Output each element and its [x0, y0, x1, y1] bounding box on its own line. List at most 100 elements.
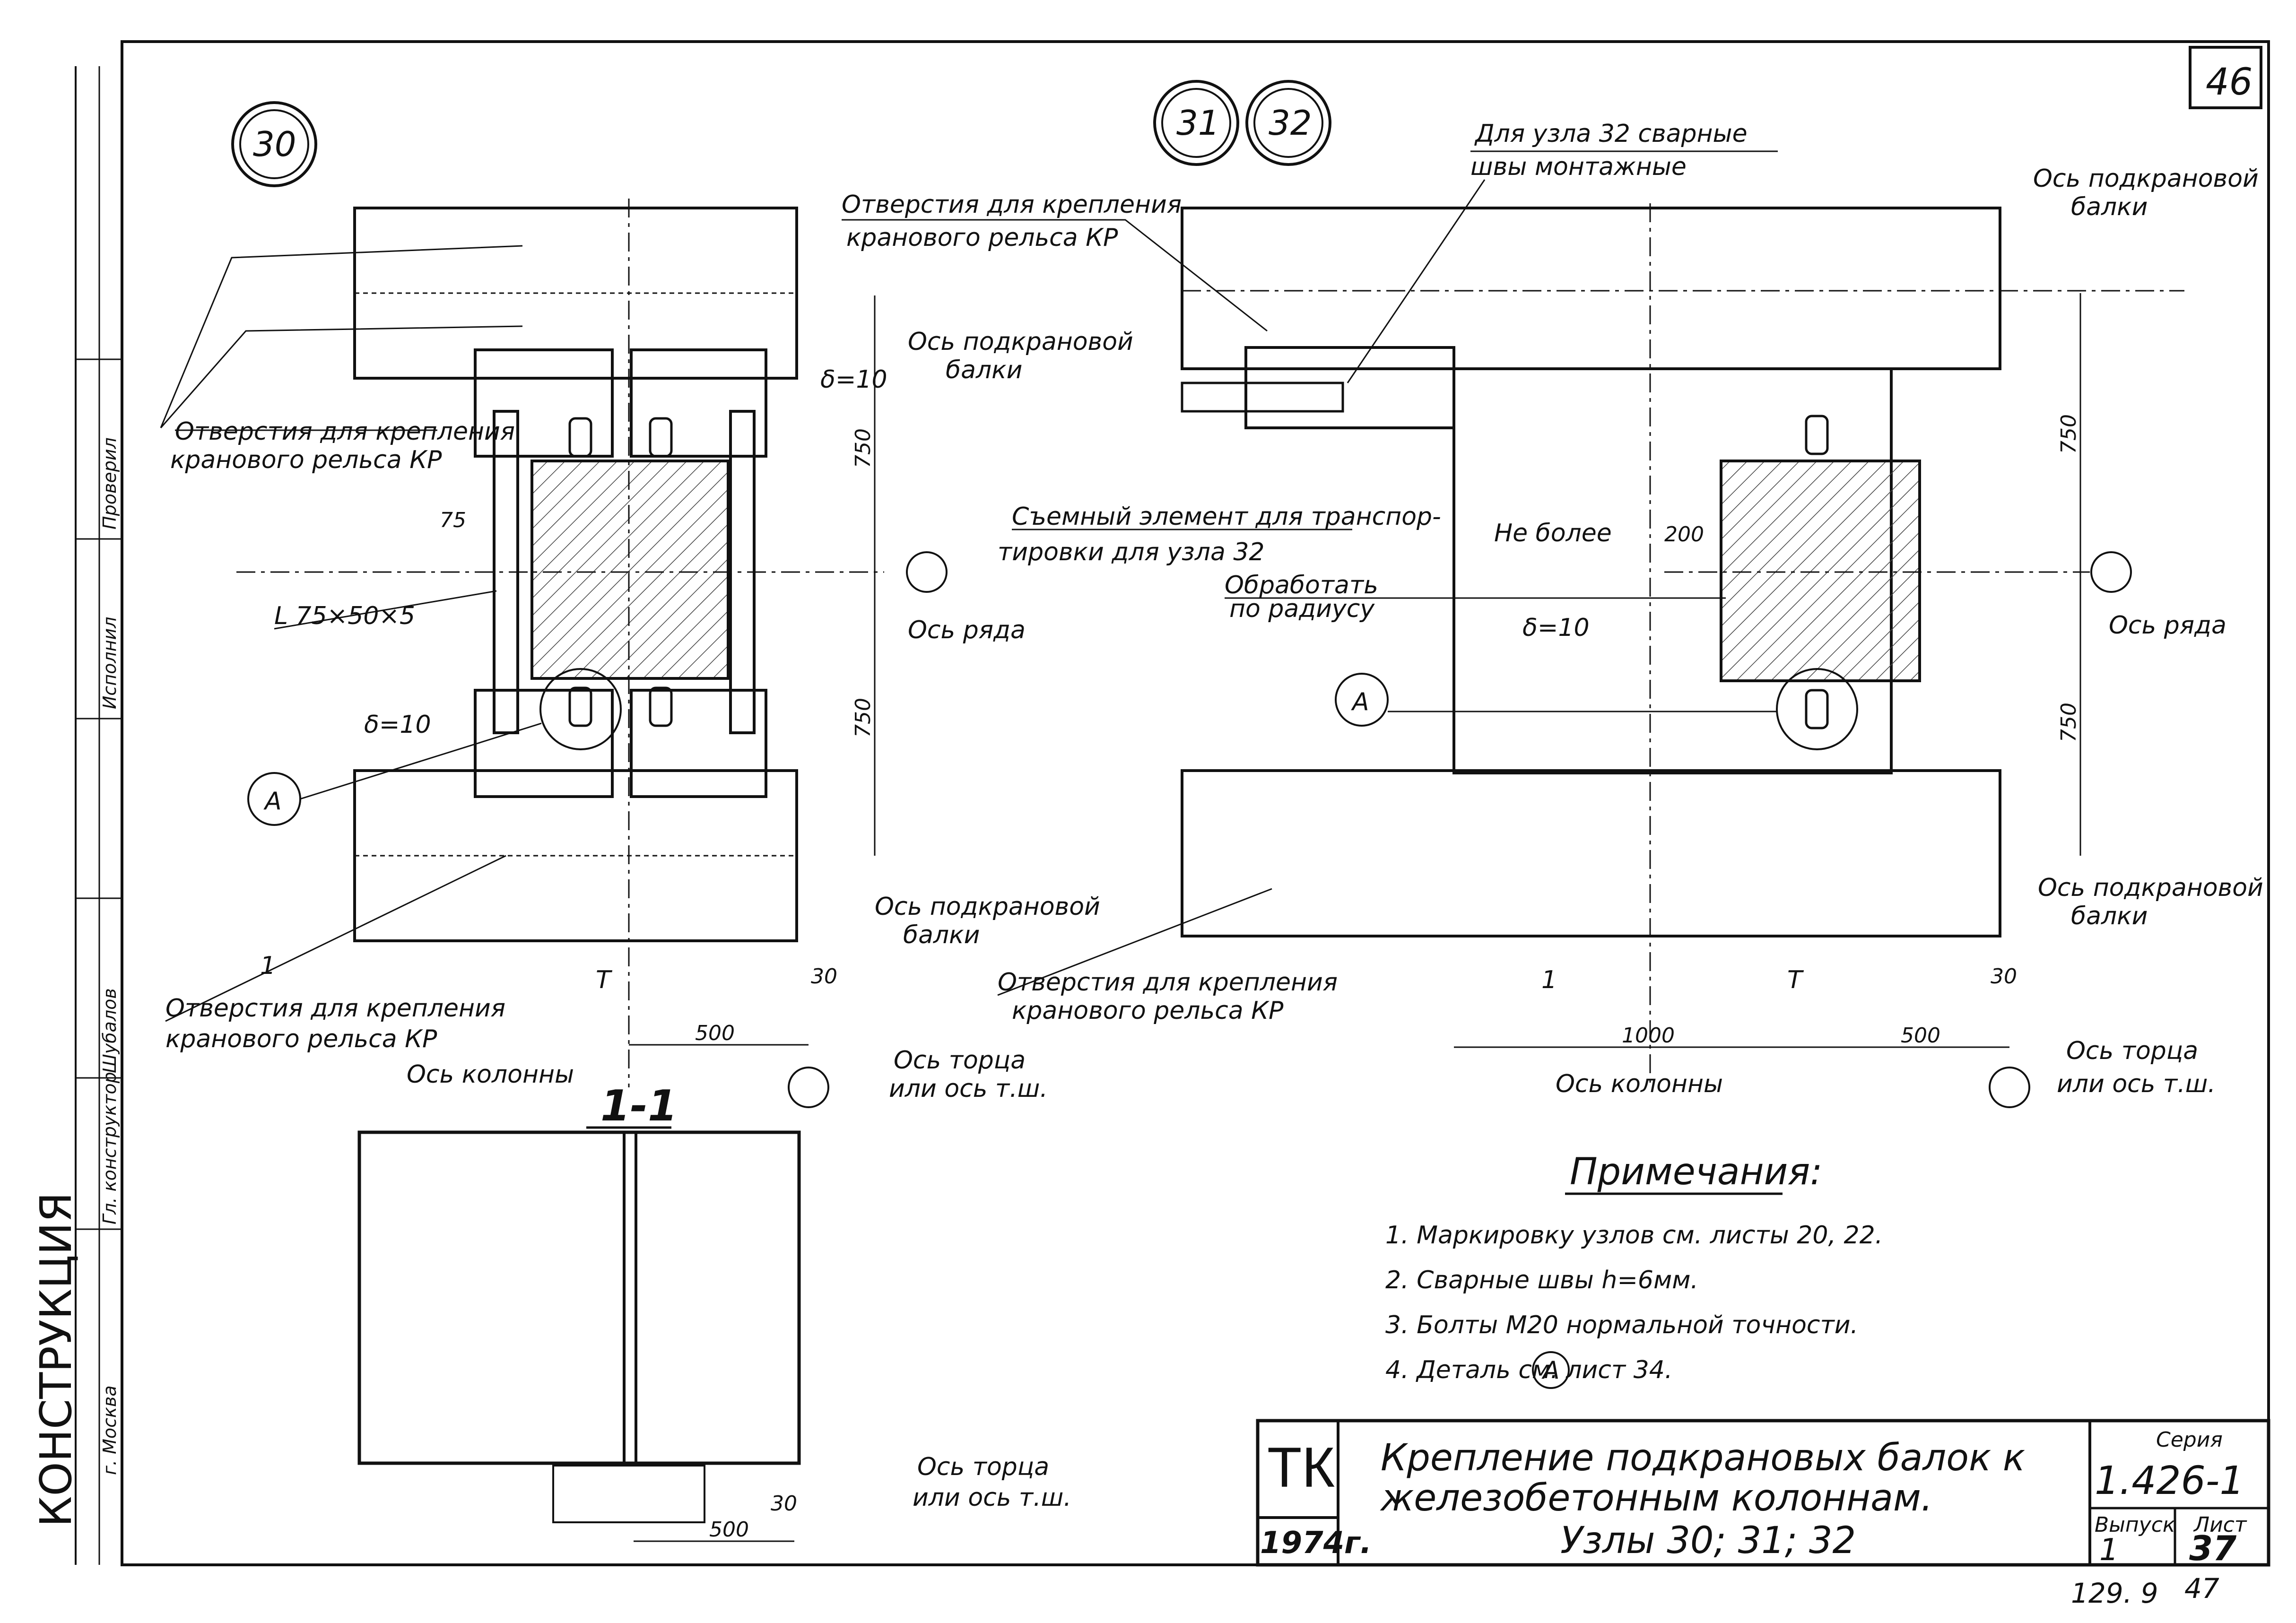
detail-A-circle-right [1776, 668, 1858, 750]
tb-title-1: Крепление подкрановых балок к [1381, 1437, 2025, 1479]
left-t-mark: Т [596, 966, 613, 994]
right-holes-bottom-b: кранового рельса КР [1012, 997, 1284, 1025]
plate-top-left [474, 348, 614, 458]
tb-issue-value: 1 [2099, 1533, 2119, 1568]
right-holes-bottom: Отверстия для крепления [998, 968, 1338, 997]
side-stamp-role-chief: Гл. конструктор [99, 1072, 120, 1224]
left-axis-row: Ось ряда [908, 616, 1026, 644]
tb-issue-label: Выпуск [2095, 1513, 2175, 1537]
note-4: 4. Деталь см. лист 34. [1385, 1356, 1672, 1384]
right-axis-column: Ось колонны [1556, 1070, 1723, 1098]
right-dim-750-top: 750 [2057, 414, 2081, 454]
page-number-box [2189, 46, 2262, 109]
detail-A-circle [539, 668, 622, 750]
dim-500: 500 [695, 1021, 735, 1045]
tb-sheet-label: Лист [2193, 1513, 2247, 1537]
left-axis-beam-bottom: Ось подкрановой [875, 893, 1100, 921]
left-holes-2b: кранового рельса КР [165, 1025, 437, 1053]
left-axis-end: Ось торца [894, 1046, 1026, 1075]
side-stamp: КОНСТРУКЦИЯ г. Москва Гл. конструктор Шу… [31, 66, 122, 1565]
left-axis-beam-bottom-b: балки [903, 921, 980, 949]
node-30-label: 30 [253, 124, 296, 164]
right-axis-row: Ось ряда [2109, 611, 2226, 640]
left-holes-1b: кранового рельса КР [170, 446, 442, 474]
note-3: 3. Болты М20 нормальной точности. [1385, 1311, 1858, 1339]
right-process: Обработать [1225, 571, 1378, 599]
bottom-stamp-number: 47 [2184, 1572, 2219, 1605]
tb-org: ТК [1267, 1436, 1335, 1499]
right-removable: Съемный элемент для транспор- [1012, 503, 1441, 531]
note-1: 1. Маркировку узлов см. листы 20, 22. [1385, 1221, 1883, 1250]
section-axis-end: Ось торца [917, 1453, 1049, 1481]
right-dim-750-bottom: 750 [2057, 703, 2081, 742]
right-holes-top-b: кранового рельса КР [846, 224, 1118, 252]
left-axis-end-b: или ось т.ш. [889, 1075, 1048, 1103]
right-dim-200: 200 [1664, 522, 1704, 547]
section-dim-30: 30 [771, 1492, 797, 1516]
left-detail-A: А [263, 787, 282, 816]
right-dim-30: 30 [1991, 964, 2017, 989]
note-detail-circle [1532, 1351, 1570, 1389]
bolt [1805, 415, 1829, 455]
node-32-label: 32 [1269, 103, 1312, 143]
left-axis-beam-top-b: балки [946, 356, 1022, 384]
side-stamp-role-check: Проверил [99, 437, 120, 529]
note-detail-ref: А [1541, 1356, 1560, 1385]
dim-75: 75 [440, 508, 466, 532]
notes: Примечания: 1. Маркировку узлов см. лист… [1385, 1151, 1883, 1389]
right-dim-1000: 1000 [1622, 1024, 1675, 1048]
tb-year: 1974г. [1260, 1526, 1372, 1561]
left-delta-top: δ=10 [820, 365, 887, 394]
right-section-mark: 1 [1541, 966, 1557, 994]
tb-series-value: 1.426-1 [2095, 1458, 2244, 1503]
right-axis-beam-bottom: Ось подкрановой [2038, 874, 2263, 902]
tb-sheet-value: 37 [2189, 1528, 2236, 1568]
left-angle: L 75×50×5 [274, 602, 415, 630]
right-t-mark: Т [1787, 966, 1804, 994]
right-delta: δ=10 [1522, 614, 1590, 642]
bottom-crane-beam-right [1181, 769, 2001, 937]
right-process-b: по радиусу [1229, 595, 1375, 623]
frame-border [121, 40, 2270, 1566]
right-no-more: Не более [1494, 519, 1612, 547]
title-block: ТК 1974г. Крепление подкрановых балок к … [1256, 1419, 2270, 1568]
side-stamp-name-chief: Шубалов [99, 988, 120, 1073]
dim-750-bottom: 750 [851, 698, 875, 738]
left-axis-beam-top: Ось подкрановой [908, 328, 1133, 356]
right-holes-top: Отверстия для крепления [842, 191, 1182, 219]
bolt [1805, 689, 1829, 729]
node-31-label: 31 [1176, 103, 1220, 143]
removable-element [1244, 346, 1455, 429]
right-axis-beam-bottom-b: балки [2071, 902, 2148, 930]
side-stamp-role-exec: Исполнил [99, 616, 120, 709]
bolt [649, 686, 673, 727]
right-welds-32: Для узла 32 сварные [1474, 120, 1748, 148]
section-beams [357, 1130, 801, 1465]
note-2: 2. Сварные швы h=6мм. [1385, 1266, 1698, 1294]
node-31-32-view: 31 32 750 750 1000 500 30 Для узла 32 св… [842, 80, 2263, 1108]
tb-title-2: железобетонным колоннам. [1380, 1477, 1933, 1519]
bottom-stamp: 129. 9 [2071, 1577, 2158, 1609]
side-stamp-org: КОНСТРУКЦИЯ [31, 1192, 81, 1527]
section-support [552, 1465, 705, 1523]
left-section-mark: 1 [260, 952, 276, 980]
node-30-circle [231, 101, 317, 187]
dim-750-top: 750 [851, 428, 875, 468]
bolt [568, 417, 592, 458]
plate-top-right [630, 348, 767, 458]
side-stamp-city: г. Москва [99, 1385, 120, 1475]
right-dim-500: 500 [1901, 1024, 1940, 1048]
bolt [568, 686, 592, 727]
top-crane-beam-right [1181, 207, 2001, 370]
plate-bottom-right [630, 689, 767, 798]
notes-title: Примечания: [1570, 1151, 1822, 1193]
left-holes-2: Отверстия для крепления [165, 994, 505, 1023]
left-axis-column: Ось колонны [407, 1060, 574, 1089]
right-axis-end-b: или ось т.ш. [2057, 1070, 2216, 1098]
page-number: 46 [2206, 61, 2253, 104]
right-axis-beam-top-b: балки [2071, 193, 2148, 221]
tb-series-label: Серия [2156, 1428, 2223, 1452]
concrete-column [531, 460, 730, 680]
